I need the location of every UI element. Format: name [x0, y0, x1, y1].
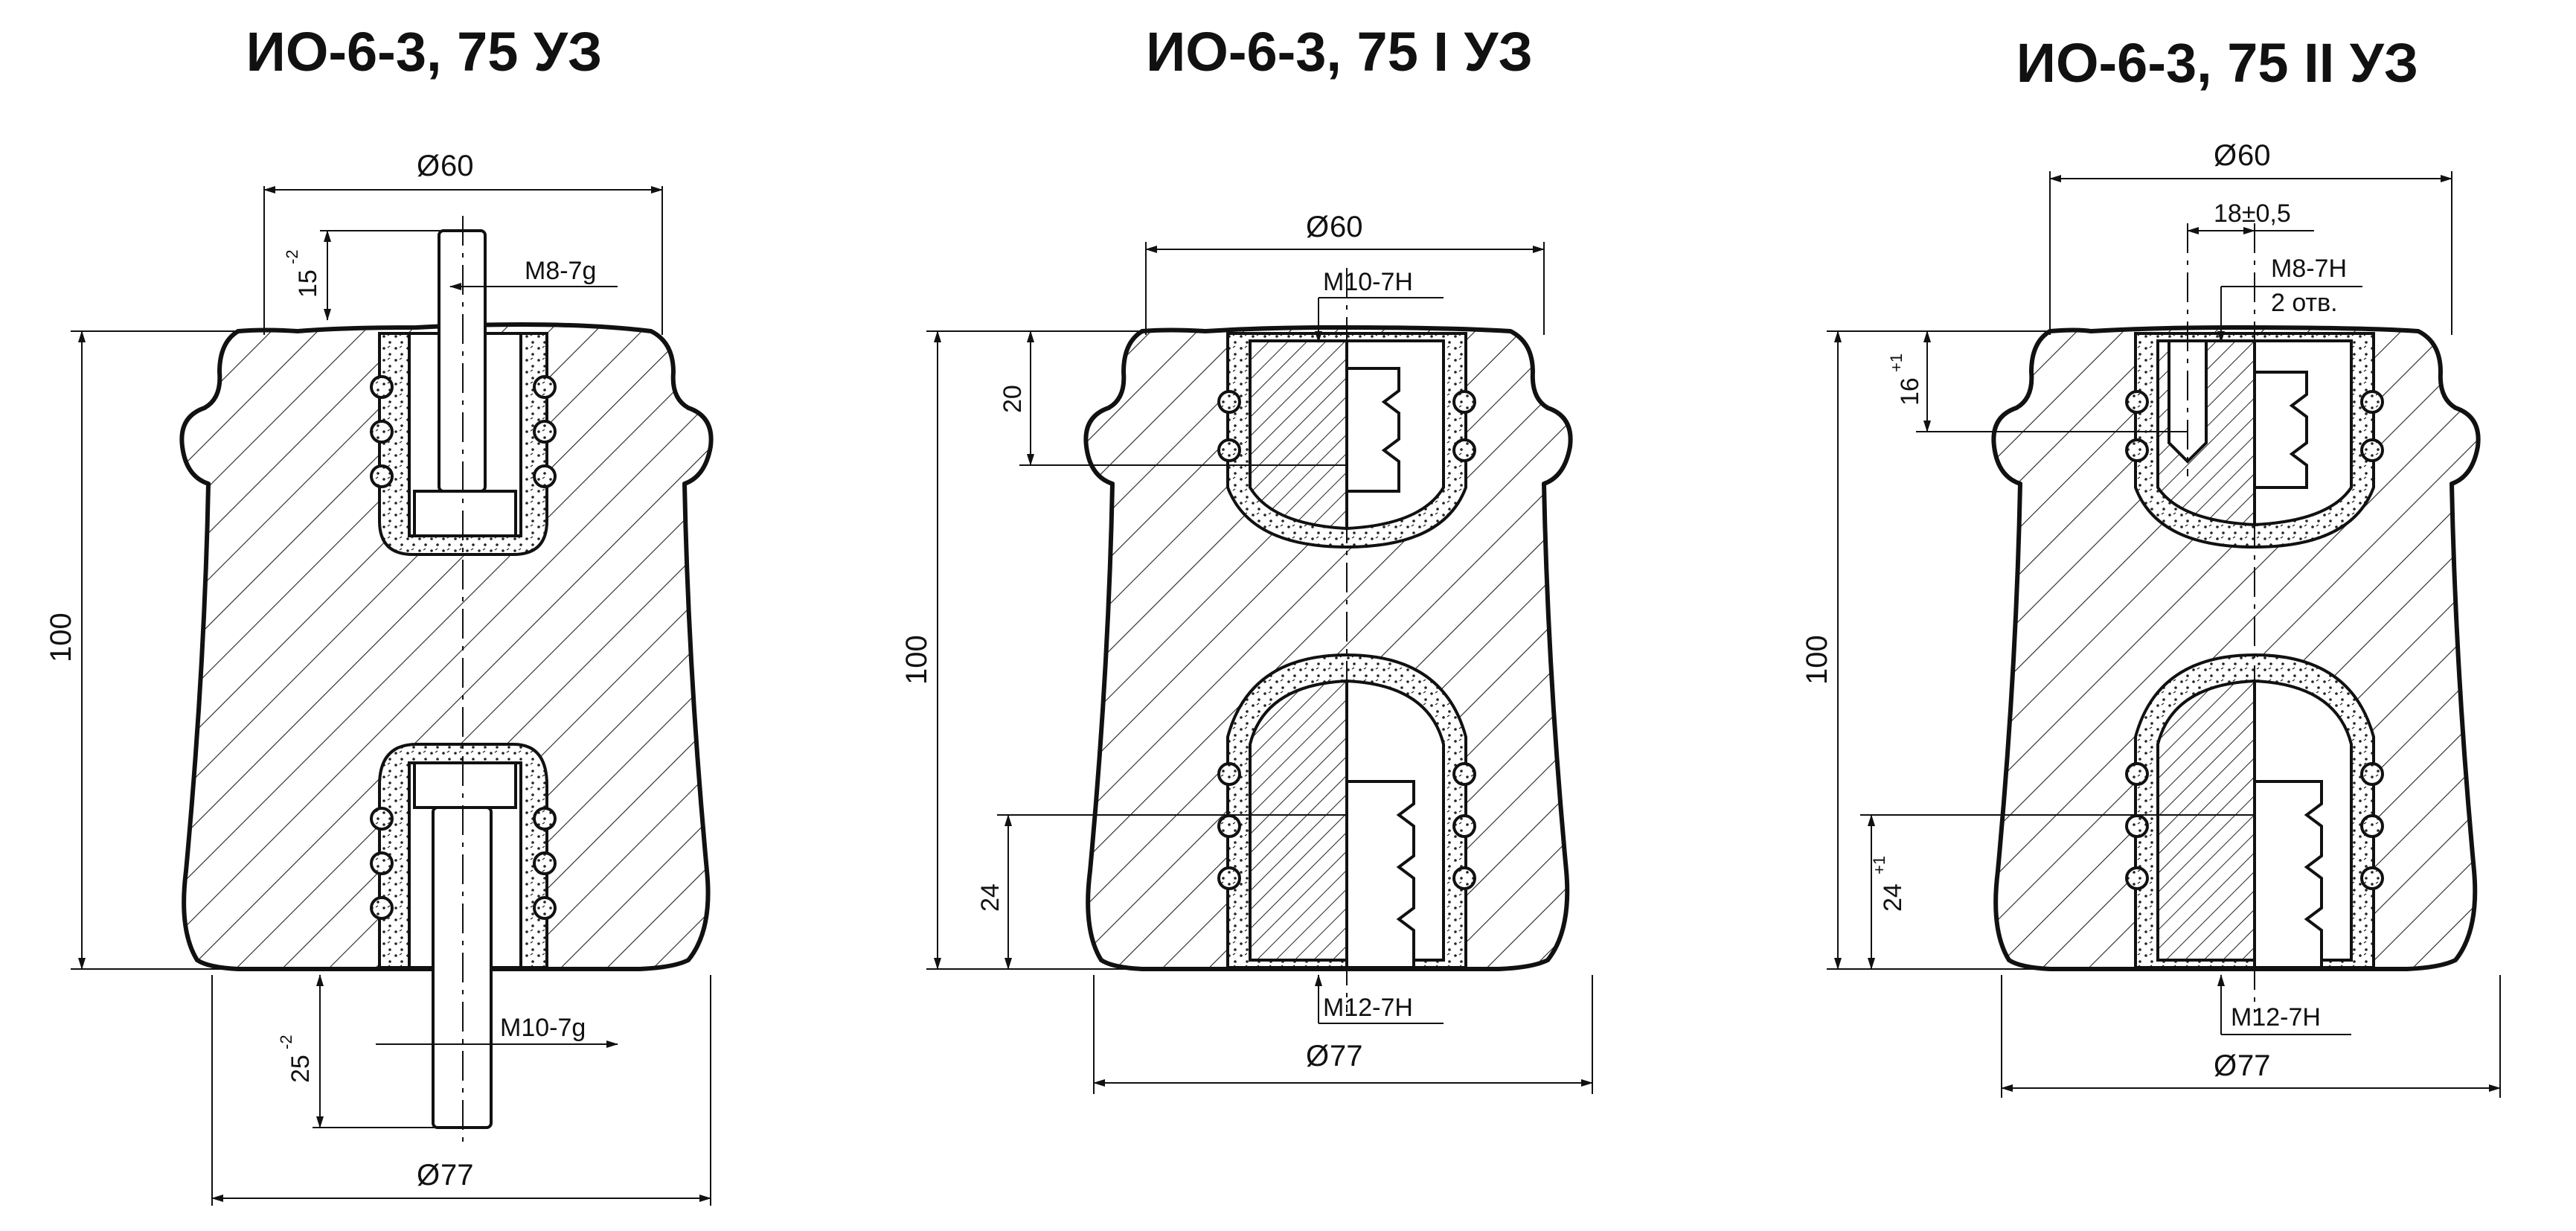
view-2-top-threads [1345, 367, 1400, 493]
view-1-title: ИО-6-3, 75 УЗ [246, 21, 603, 83]
view-3-bottom-dim: 24 [1879, 883, 1907, 912]
view-1-dia-top: 60 [440, 150, 474, 182]
view-3-top-thread: М8-7Н [2271, 255, 2347, 283]
view-3-bottom-thread: М12-7Н [2231, 1003, 2321, 1032]
view-2-top-thread: М10-7Н [1323, 268, 1413, 296]
view-3-top-thread-note: 2 отв. [2271, 289, 2338, 317]
view-2-top-cap [1249, 339, 1348, 531]
view-1-dia-bottom-symbol: Ø [417, 1159, 440, 1192]
view-2-dia-top-symbol: Ø [1306, 211, 1329, 243]
view-1-dia-bottom: 77 [440, 1159, 474, 1192]
view-1-top-thread: М8-7g [525, 257, 596, 285]
view-3-top-dim: 16 [1896, 377, 1924, 406]
view-1-height: 100 [45, 613, 77, 662]
view-1-bottom-ribs [370, 807, 557, 920]
view-3-dia-bottom-symbol: Ø [2214, 1049, 2237, 1082]
view-io-6-3-75-u3: ИО-6-3, 75 УЗ Ø 60 Ø [45, 21, 714, 1206]
view-1-bottom-dim: 25 [286, 1055, 315, 1083]
view-3-top-ribs [2125, 390, 2384, 462]
view-2-top-dim: 20 [999, 385, 1027, 413]
view-3-dia-top: 60 [2237, 139, 2271, 172]
view-2-bottom-cap [1249, 679, 1348, 962]
view-1-bottom-thread: М10-7g [500, 1014, 586, 1042]
view-3-top-dim-tol: +1 [1887, 354, 1906, 372]
view-1-top-dim-tol: -2 [283, 249, 301, 264]
view-2-height: 100 [900, 635, 933, 685]
view-1-porcelain-body [179, 322, 714, 971]
view-2-dia-bottom: 77 [1330, 1040, 1363, 1072]
view-2-bottom-threads [1345, 780, 1415, 969]
view-1-bottom-dim-tol: -2 [277, 1035, 295, 1049]
view-1-dimensions: Ø 60 Ø 77 100 15 -2 25 -2 М8-7g М10-7g [45, 150, 711, 1206]
view-3-dia-top-symbol: Ø [2214, 139, 2237, 172]
view-2-dia-top: 60 [1330, 211, 1363, 243]
view-3-dimensions: Ø 60 Ø 77 18±0,5 100 16 +1 24 +1 М8-7Н 2… [1801, 139, 2501, 1098]
view-3-height: 100 [1801, 635, 1833, 685]
view-2-dia-bottom-symbol: Ø [1306, 1040, 1329, 1072]
view-2-dimensions: Ø 60 Ø 77 100 20 24 М10-7Н М12-7Н [900, 211, 1593, 1094]
view-3-bottom-threads [2253, 780, 2323, 969]
view-2-bottom-thread: М12-7Н [1323, 994, 1413, 1022]
view-2-top-ribs [1217, 390, 1476, 462]
view-2-title: ИО-6-3, 75 I УЗ [1146, 21, 1533, 83]
view-3-hole-spacing: 18±0,5 [2214, 199, 2291, 228]
view-3-top-threads [2253, 371, 2308, 489]
view-io-6-3-75-i-u3: ИО-6-3, 75 I УЗ Ø 60 Ø 77 [900, 21, 1593, 1094]
view-1-bottom-bolt-head [413, 761, 517, 809]
view-3-bottom-dim-tol: +1 [1870, 856, 1888, 875]
view-3-title: ИО-6-3, 75 II УЗ [2016, 32, 2418, 94]
view-1-top-ribs [370, 375, 557, 488]
view-2-bottom-dim: 24 [976, 883, 1005, 912]
view-1-dia-top-symbol: Ø [417, 150, 440, 182]
view-io-6-3-75-ii-u3: ИО-6-3, 75 II УЗ Ø 60 Ø 77 [1801, 32, 2501, 1098]
view-1-top-bolt-head [413, 490, 517, 537]
view-3-bottom-cap [2156, 679, 2256, 962]
view-1-top-dim: 15 [294, 269, 322, 298]
view-3-dia-bottom: 77 [2237, 1049, 2271, 1082]
